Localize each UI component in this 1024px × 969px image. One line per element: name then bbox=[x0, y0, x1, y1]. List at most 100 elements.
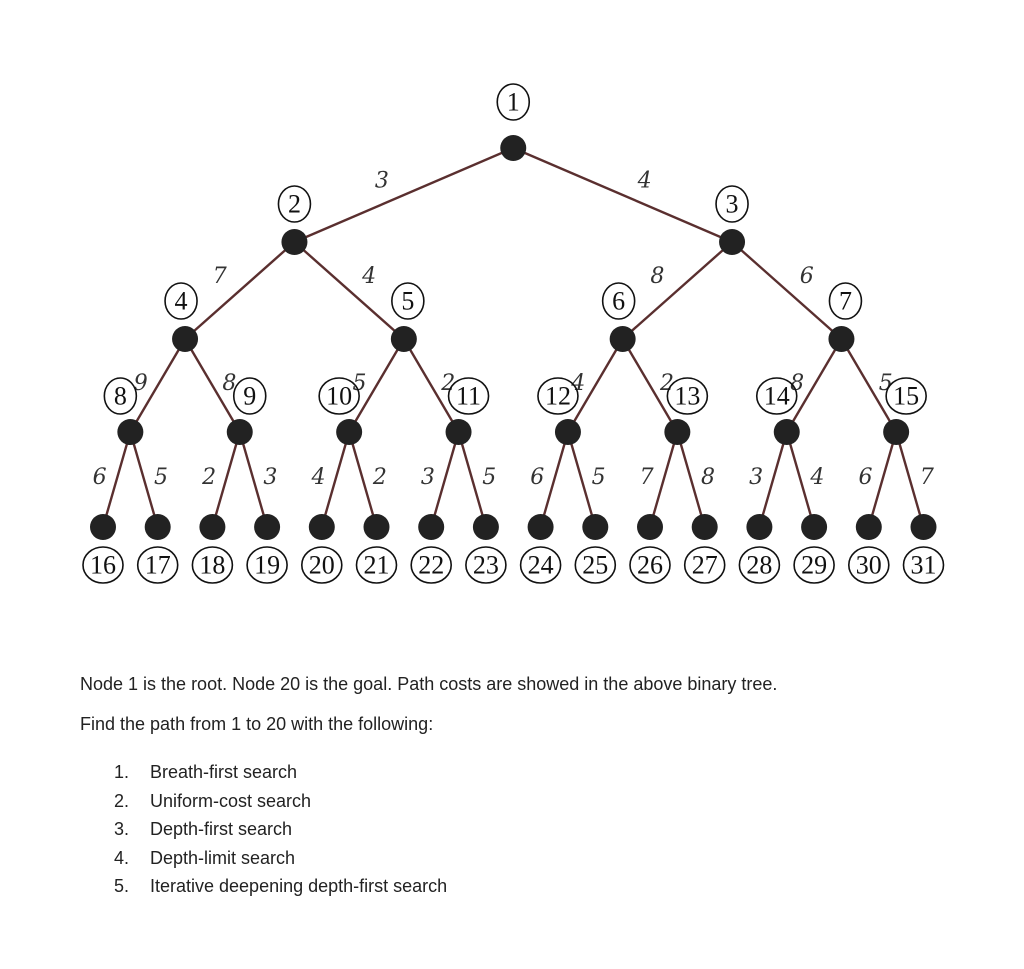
method-label: Depth-first search bbox=[150, 819, 293, 839]
node-label-ring bbox=[103, 377, 138, 415]
edge-cost: 8 bbox=[650, 264, 664, 289]
node-label: 8 bbox=[114, 382, 127, 411]
tree-node bbox=[281, 229, 308, 255]
edge-cost: 8 bbox=[222, 371, 236, 396]
edge-cost: 5 bbox=[353, 371, 367, 396]
list-number: 1. bbox=[114, 762, 130, 782]
tree-edge bbox=[184, 338, 241, 433]
node-label: 5 bbox=[401, 287, 414, 316]
tree-node bbox=[582, 514, 609, 540]
node-label: 30 bbox=[856, 551, 882, 580]
node-label-ring bbox=[601, 282, 636, 320]
list-item: 2. Uniform-cost search bbox=[114, 787, 447, 816]
node-label: 18 bbox=[199, 551, 225, 580]
tree-edge bbox=[184, 241, 296, 340]
method-label: Uniform-cost search bbox=[150, 790, 312, 811]
tree-node bbox=[445, 419, 472, 445]
node-label: 13 bbox=[674, 382, 700, 411]
node-label-ring bbox=[318, 377, 360, 415]
tree-node bbox=[363, 514, 390, 540]
tree-node bbox=[90, 514, 116, 540]
tree-node bbox=[390, 326, 417, 352]
tree-edge bbox=[867, 431, 898, 528]
tree-node bbox=[172, 326, 199, 352]
tree-edge bbox=[293, 241, 405, 340]
node-label: 19 bbox=[254, 551, 280, 580]
edge-cost: 7 bbox=[920, 465, 934, 490]
edge-cost: 3 bbox=[421, 465, 435, 490]
tree-edge bbox=[731, 241, 843, 340]
tree-edge bbox=[211, 431, 241, 528]
node-label-ring bbox=[300, 546, 343, 584]
edge-cost: 8 bbox=[701, 465, 715, 490]
edge-cost: 5 bbox=[482, 465, 496, 490]
node-label-ring bbox=[465, 546, 507, 584]
tree-edge bbox=[840, 338, 898, 433]
tree-node bbox=[883, 419, 910, 445]
node-label-ring bbox=[496, 83, 531, 121]
method-label: Breath-first search bbox=[150, 762, 298, 782]
tree-node bbox=[719, 229, 746, 255]
tree-node bbox=[910, 514, 937, 540]
node-label-ring bbox=[164, 282, 198, 320]
node-label: 28 bbox=[746, 551, 772, 580]
tree-node bbox=[609, 326, 636, 352]
tree-edge bbox=[101, 431, 132, 528]
tree-nodes bbox=[90, 135, 937, 540]
list-number: 5. bbox=[114, 876, 130, 896]
node-label-ring bbox=[82, 546, 124, 584]
tree-edge bbox=[566, 431, 597, 528]
node-label-ring bbox=[391, 282, 425, 320]
tree-edge bbox=[129, 338, 187, 433]
node-label-ring bbox=[828, 282, 863, 320]
edge-cost: 6 bbox=[800, 264, 814, 289]
tree-edge bbox=[512, 146, 733, 244]
tree-node bbox=[117, 419, 144, 445]
method-label: Depth-limit search bbox=[150, 847, 296, 868]
tree-node bbox=[418, 514, 445, 540]
tree-node bbox=[308, 514, 335, 540]
node-label: 29 bbox=[801, 551, 827, 580]
tree-node bbox=[336, 419, 363, 445]
tree-node bbox=[199, 514, 226, 540]
edge-cost: 3 bbox=[263, 465, 277, 490]
tree-node bbox=[828, 326, 855, 352]
tree-edge bbox=[129, 431, 159, 528]
list-item: 1. Breath-first search bbox=[114, 758, 447, 787]
edge-cost: 5 bbox=[592, 465, 606, 490]
node-label-ring bbox=[246, 546, 288, 584]
list-number: 2. bbox=[114, 790, 130, 811]
node-label-ring bbox=[447, 377, 490, 415]
tree-edge bbox=[347, 431, 378, 528]
node-label-ring bbox=[136, 546, 179, 584]
node-label: 23 bbox=[473, 551, 499, 580]
node-label: 20 bbox=[309, 551, 335, 580]
tree-node bbox=[226, 419, 253, 445]
list-item: 3.Depth-first search bbox=[114, 815, 447, 844]
node-label: 14 bbox=[764, 382, 790, 411]
tree-node bbox=[801, 514, 828, 540]
node-label-ring bbox=[519, 546, 562, 584]
list-number: 4. bbox=[114, 847, 130, 868]
tree-node bbox=[664, 419, 691, 445]
tree-edge bbox=[457, 431, 488, 528]
node-label: 12 bbox=[545, 382, 571, 411]
problem-instruction: Find the path from 1 to 20 with the foll… bbox=[80, 714, 434, 734]
tree-edge bbox=[320, 431, 351, 528]
edge-cost: 2 bbox=[201, 465, 216, 490]
node-label: 21 bbox=[364, 551, 390, 580]
edge-cost: 3 bbox=[375, 169, 389, 194]
tree-edge bbox=[621, 241, 733, 340]
tree-node bbox=[746, 514, 773, 540]
tree-edge bbox=[648, 431, 679, 528]
search-methods-list: 1. Breath-first search 2. Uniform-cost sea… bbox=[114, 758, 447, 901]
node-label-ring bbox=[666, 377, 709, 415]
list-item: 4. Depth-limit search bbox=[114, 844, 447, 873]
node-label-ring bbox=[715, 185, 749, 223]
tree-node bbox=[472, 514, 499, 540]
tree-node bbox=[554, 419, 581, 445]
node-label: 3 bbox=[726, 190, 739, 219]
node-label-ring bbox=[232, 377, 267, 415]
